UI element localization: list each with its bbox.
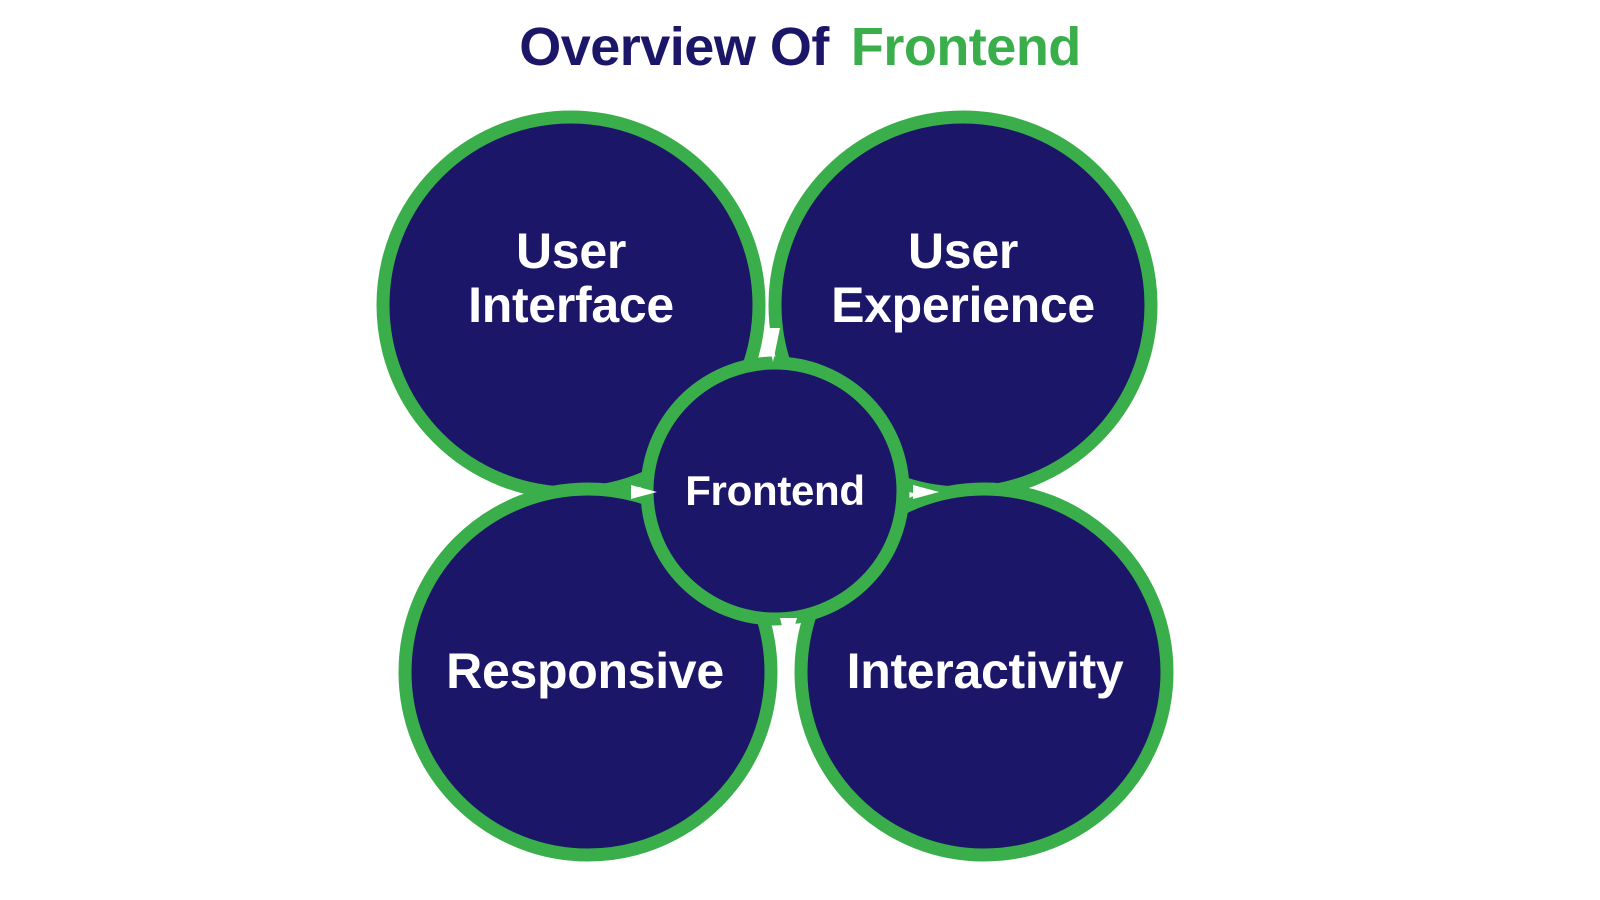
node-circle-interactivity[interactable]	[794, 482, 1174, 862]
connector-arrow-top-icon	[766, 328, 780, 362]
connector-arrow-bottom-icon	[780, 618, 797, 650]
page-title-primary: Overview Of	[519, 17, 829, 77]
connector-arrow-left-icon	[631, 485, 657, 499]
node-circle-frontend-hub[interactable]	[640, 356, 910, 626]
page-title-accent: Frontend	[850, 17, 1081, 77]
page-title: Overview Of Frontend	[0, 17, 1600, 77]
connector-arrow-right-icon	[913, 485, 939, 499]
